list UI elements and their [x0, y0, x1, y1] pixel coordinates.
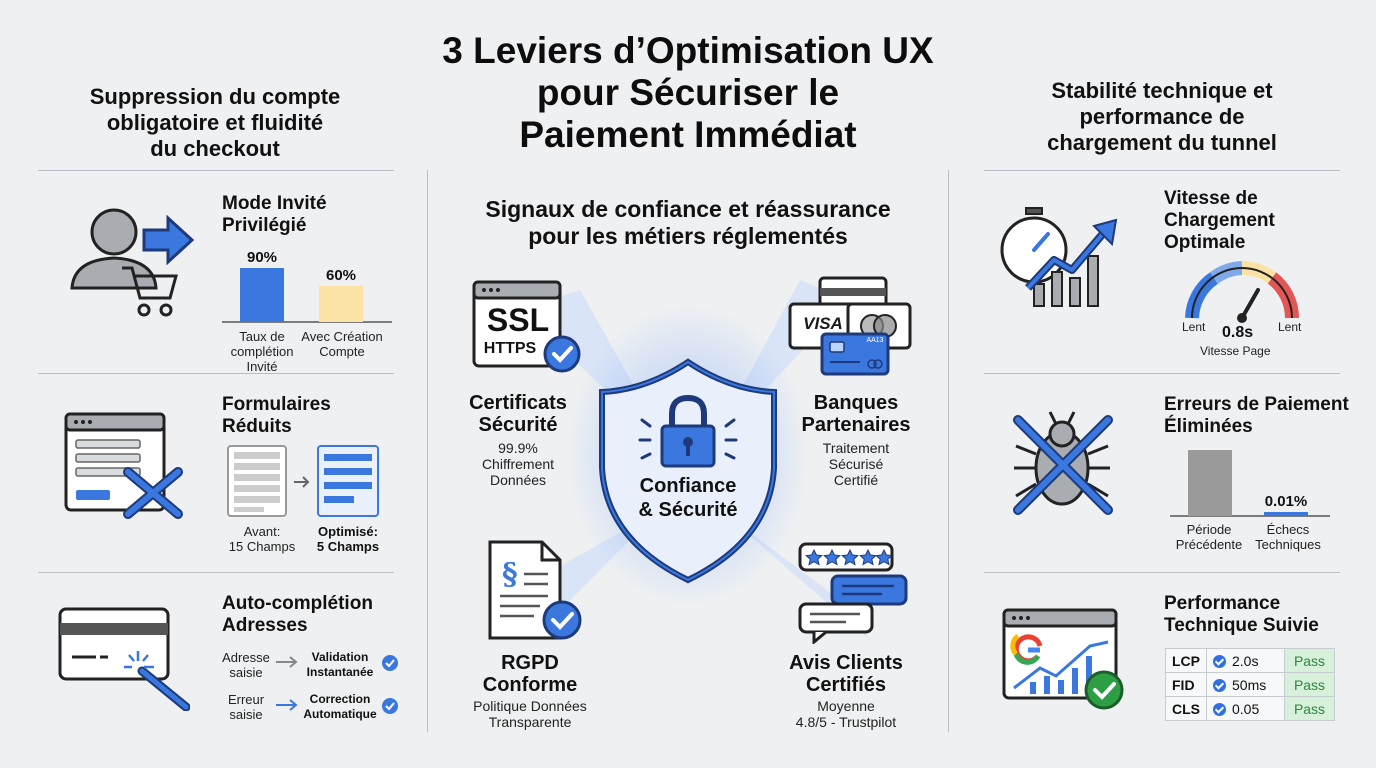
table-row: CLS 0.05 Pass: [1165, 696, 1335, 721]
table-row: FID 50ms Pass: [1165, 672, 1335, 697]
forms-before-label: Avant:15 Champs: [228, 524, 296, 554]
gauge-caption: Vitesse Page: [1200, 344, 1271, 358]
speed-gauge: [1185, 261, 1299, 323]
arrow-right-icon: [276, 699, 298, 711]
metric-name: LCP: [1165, 648, 1207, 673]
stopwatch-growth-icon: [1000, 207, 1118, 307]
bug-cancel-icon: [1013, 411, 1113, 515]
card-magic-wand-icon: [58, 607, 190, 711]
card-number-text: AA13: [866, 337, 884, 344]
metric-value: 50ms: [1232, 676, 1267, 693]
form-before-after-icon: [227, 445, 379, 517]
page-title: 3 Leviers d’Optimisation UX pour Sécuris…: [442, 30, 934, 155]
bar-value-label: 60%: [326, 267, 356, 284]
analytics-dashboard-icon: [1002, 608, 1124, 710]
https-text: HTTPS: [483, 340, 537, 357]
metric-name: FID: [1165, 672, 1207, 697]
ssl-text: SSL: [486, 302, 550, 338]
ssl-certificate-icon: [472, 280, 581, 373]
check-icon: [382, 655, 398, 671]
bar: [319, 286, 363, 322]
core-web-vitals-table: LCP 2.0s Pass FID 50ms Pass CLS 0.05 Pas…: [1165, 648, 1335, 721]
bar-value-label: 90%: [247, 249, 277, 266]
cart-icon: [122, 266, 178, 317]
visa-logo-text: VISA: [803, 314, 843, 333]
gauge-left-label: Lent: [1182, 320, 1206, 334]
status-badge: Pass: [1284, 672, 1335, 697]
divider-right: [948, 170, 949, 732]
metric-name: CLS: [1165, 696, 1207, 721]
bar: [1188, 450, 1232, 516]
bar-value-label: 0.01%: [1265, 493, 1308, 510]
payment-errors-chart: 0.01%: [1170, 450, 1330, 517]
metric-value: 2.0s: [1232, 652, 1259, 669]
gdpr-document-icon: §: [488, 540, 582, 640]
lock-icon: [660, 394, 716, 468]
table-row: LCP 2.0s Pass: [1165, 648, 1335, 673]
gauge-value: 0.8s: [1222, 324, 1254, 341]
gauge-right-label: Lent: [1278, 320, 1302, 334]
check-icon: [382, 698, 398, 714]
status-badge: Pass: [1284, 648, 1335, 673]
bar: [240, 268, 284, 322]
check-icon: [1213, 678, 1226, 692]
google-logo-icon: [1010, 633, 1043, 665]
forms-after-label: Optimisé:5 Champs: [316, 524, 380, 554]
reviews-chat-icon: [798, 542, 908, 644]
metric-value: 0.05: [1232, 700, 1260, 717]
bank-cards-icon: [788, 276, 912, 376]
divider-left: [427, 170, 428, 732]
form-cancel-icon: [64, 412, 183, 519]
check-icon: [1213, 654, 1226, 668]
svg-text:§: §: [502, 557, 518, 592]
check-icon: [1213, 702, 1226, 716]
guest-user-icon: [70, 208, 195, 317]
bar: [1264, 512, 1308, 516]
status-badge: Pass: [1284, 696, 1335, 721]
arrow-right-icon: [276, 656, 298, 668]
guest-completion-chart: 90% 60%: [222, 249, 392, 323]
shield-label: Confiance& Sécurité: [638, 475, 738, 521]
